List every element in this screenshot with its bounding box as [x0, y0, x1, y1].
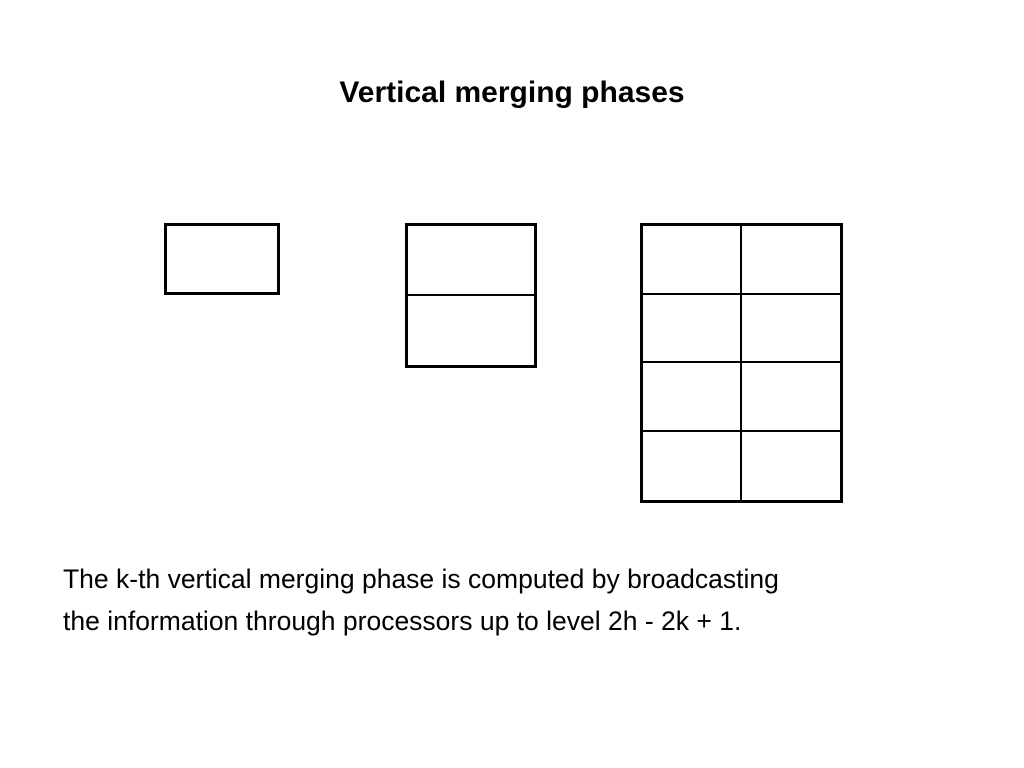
caption-line-1: The k-th vertical merging phase is compu…	[63, 564, 779, 594]
block-cell	[167, 226, 277, 292]
phase-2-block-figure	[405, 223, 537, 368]
caption-text: The k-th vertical merging phase is compu…	[63, 558, 983, 642]
block-cell	[741, 363, 840, 432]
caption-line-2: the information through processors up to…	[63, 606, 742, 636]
vertical-merging-phases-diagram	[164, 223, 843, 503]
block-cell	[741, 431, 840, 500]
phase-1-block-figure	[164, 223, 280, 295]
block-cell	[741, 294, 840, 363]
block-cell	[408, 226, 534, 296]
block-cell	[643, 363, 742, 432]
page-title: Vertical merging phases	[339, 76, 685, 109]
block-cell	[643, 431, 742, 500]
phase-3-block-figure	[640, 223, 843, 503]
block-cell	[643, 226, 742, 295]
block-cell	[643, 294, 742, 363]
block-cell	[741, 226, 840, 295]
block-cell	[408, 295, 534, 365]
